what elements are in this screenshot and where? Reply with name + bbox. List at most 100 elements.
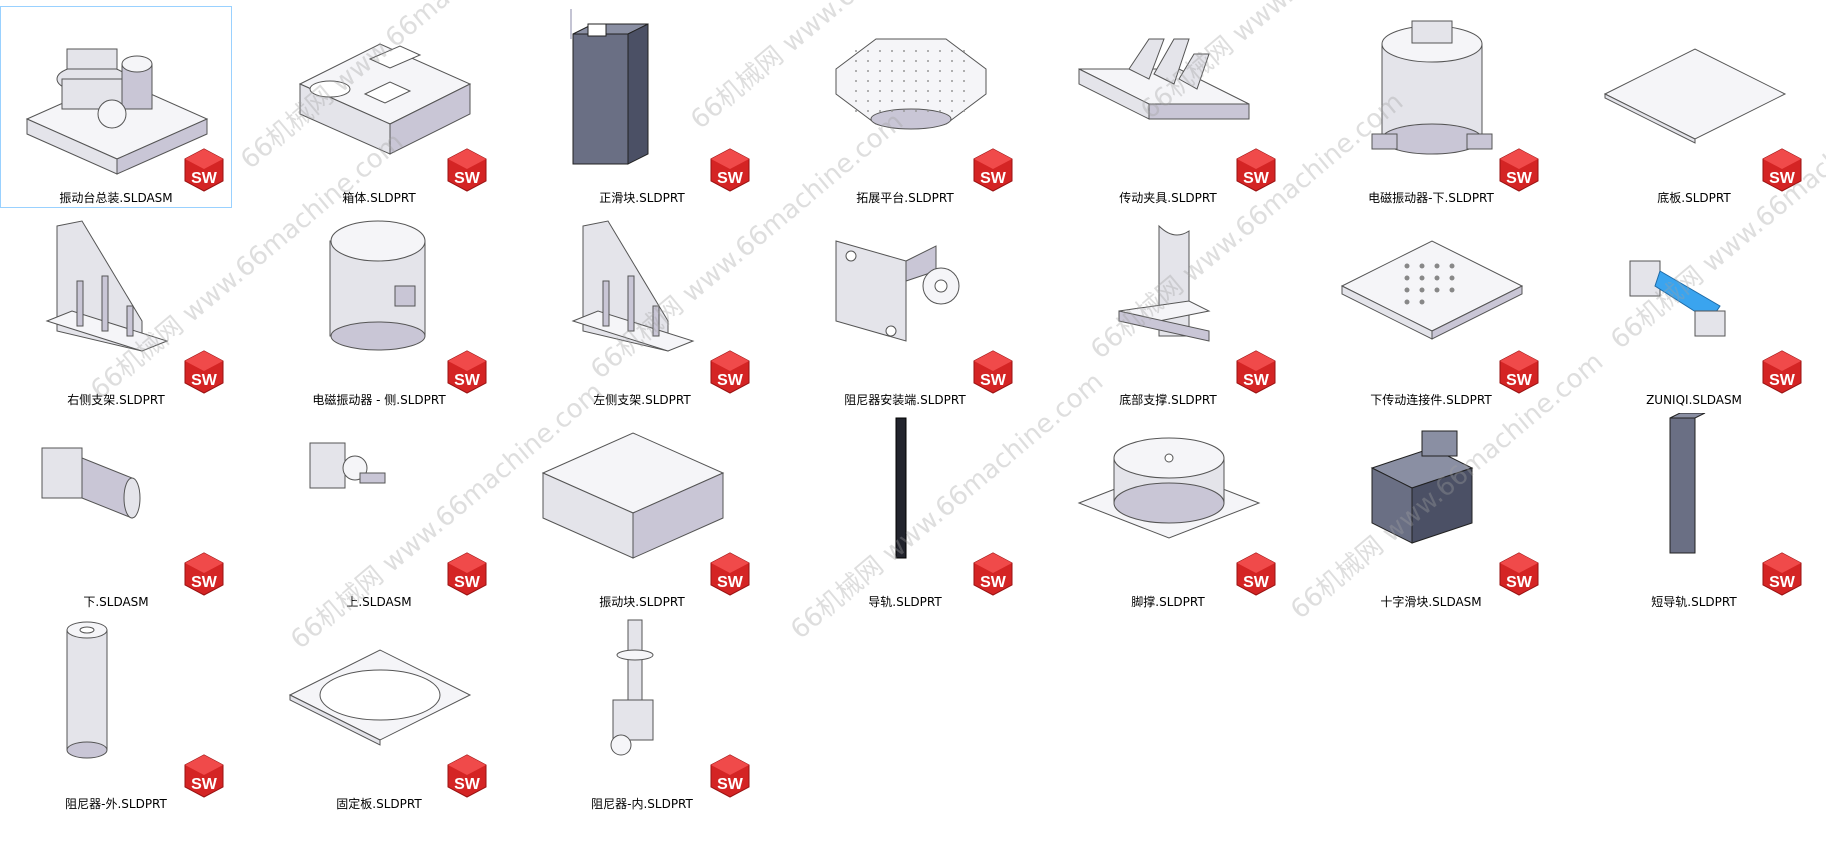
thumbnail [25, 48, 209, 175]
solidworks-sw-icon: SW [710, 754, 750, 798]
thumbnail [541, 432, 725, 559]
svg-text:SW: SW [454, 776, 481, 793]
thumbnail [66, 621, 108, 759]
solidworks-sw-icon: SW [1499, 350, 1539, 394]
file-name: 电磁振动器 - 侧.SLDPRT [312, 393, 446, 407]
svg-text:SW: SW [980, 372, 1007, 389]
thumbnail [309, 442, 386, 489]
svg-text:SW: SW [454, 170, 481, 187]
thumbnail [298, 43, 472, 155]
file-item[interactable]: SW 固定板.SLDPRT [263, 612, 495, 814]
thumbnail [1629, 260, 1726, 337]
file-item[interactable]: SW ZUNIQI.SLDASM [1578, 208, 1810, 410]
svg-text:SW: SW [1506, 372, 1533, 389]
thumbnail [571, 220, 695, 352]
file-item[interactable]: SW 底板.SLDPRT [1578, 6, 1810, 208]
file-item[interactable]: SW 十字滑块.SLDASM [1315, 410, 1547, 612]
file-name: 上.SLDASM [346, 595, 412, 609]
file-item[interactable]: SW 下.SLDASM [0, 410, 232, 612]
file-name: ZUNIQI.SLDASM [1646, 393, 1742, 407]
solidworks-sw-icon: SW [973, 148, 1013, 192]
svg-text:SW: SW [980, 574, 1007, 591]
file-item[interactable]: SW 右侧支架.SLDPRT [0, 208, 232, 410]
solidworks-sw-icon: SW [184, 754, 224, 798]
solidworks-sw-icon: SW [1236, 552, 1276, 596]
file-item[interactable]: SW 箱体.SLDPRT [263, 6, 495, 208]
file-item[interactable]: SW 振动块.SLDPRT [526, 410, 758, 612]
svg-text:SW: SW [1243, 574, 1270, 591]
file-item[interactable]: SW 正滑块.SLDPRT [526, 6, 758, 208]
svg-text:SW: SW [1243, 170, 1270, 187]
thumbnail [1118, 224, 1211, 342]
solidworks-sw-icon: SW [1499, 148, 1539, 192]
svg-text:SW: SW [454, 372, 481, 389]
svg-text:SW: SW [454, 574, 481, 591]
svg-text:SW: SW [717, 776, 744, 793]
thumbnail [1603, 48, 1787, 144]
file-name: 固定板.SLDPRT [336, 797, 422, 811]
thumbnail [895, 417, 907, 559]
solidworks-sw-icon: SW [447, 350, 487, 394]
svg-text:SW: SW [191, 372, 218, 389]
file-item[interactable]: SW 电磁振动器-下.SLDPRT [1315, 6, 1547, 208]
file-item[interactable]: SW 短导轨.SLDPRT [1578, 410, 1810, 612]
svg-text:SW: SW [1243, 372, 1270, 389]
solidworks-sw-icon: SW [710, 148, 750, 192]
svg-text:SW: SW [191, 776, 218, 793]
file-item[interactable]: SW 阻尼器-外.SLDPRT [0, 612, 232, 814]
svg-text:SW: SW [1506, 574, 1533, 591]
svg-text:SW: SW [717, 574, 744, 591]
solidworks-sw-icon: SW [1236, 350, 1276, 394]
file-item[interactable]: SW 上.SLDASM [263, 410, 495, 612]
thumbnail [1078, 38, 1250, 120]
file-item[interactable]: SW 阻尼器-内.SLDPRT [526, 612, 758, 814]
solidworks-sw-icon: SW [447, 754, 487, 798]
solidworks-sw-icon: SW [1762, 148, 1802, 192]
file-item[interactable]: SW 脚撑.SLDPRT [1052, 410, 1284, 612]
file-item[interactable]: SW 拓展平台.SLDPRT [789, 6, 1021, 208]
file-item[interactable]: SW 电磁振动器 - 侧.SLDPRT [263, 208, 495, 410]
file-name: 箱体.SLDPRT [342, 191, 416, 205]
file-name: 短导轨.SLDPRT [1651, 595, 1737, 609]
svg-text:SW: SW [1769, 170, 1796, 187]
file-name: 拓展平台.SLDPRT [856, 191, 954, 205]
file-item[interactable]: SW 下传动连接件.SLDPRT [1315, 208, 1547, 410]
thumbnail [45, 220, 169, 352]
svg-text:SW: SW [717, 372, 744, 389]
thumbnail [1077, 437, 1261, 539]
solidworks-sw-icon: SW [973, 350, 1013, 394]
file-name: 底部支撑.SLDPRT [1119, 393, 1217, 407]
solidworks-sw-icon: SW [973, 552, 1013, 596]
file-item[interactable]: SW 左侧支架.SLDPRT [526, 208, 758, 410]
solidworks-sw-icon: SW [184, 350, 224, 394]
svg-text:SW: SW [1769, 372, 1796, 389]
file-name: 脚撑.SLDPRT [1131, 595, 1205, 609]
file-name: 传动夹具.SLDPRT [1119, 191, 1217, 205]
file-name: 电磁振动器-下.SLDPRT [1368, 191, 1494, 205]
file-item[interactable]: SW 阻尼器安装端.SLDPRT [789, 208, 1021, 410]
file-item[interactable]: SW 传动夹具.SLDPRT [1052, 6, 1284, 208]
thumbnail [1370, 430, 1474, 544]
thumbnail [41, 447, 141, 519]
svg-text:SW: SW [191, 574, 218, 591]
thumbnail [610, 619, 654, 756]
solidworks-sw-icon: SW [710, 552, 750, 596]
file-name: 阻尼器-外.SLDPRT [65, 797, 167, 811]
thumbnail [329, 220, 426, 351]
file-item[interactable]: SW 底部支撑.SLDPRT [1052, 208, 1284, 410]
file-name: 下传动连接件.SLDPRT [1370, 393, 1492, 407]
svg-text:SW: SW [1769, 574, 1796, 591]
file-item[interactable]: SW 振动台总装.SLDASM [0, 6, 232, 208]
file-name: 左侧支架.SLDPRT [593, 393, 691, 407]
svg-text:SW: SW [717, 170, 744, 187]
solidworks-sw-icon: SW [1762, 350, 1802, 394]
thumbnail [570, 9, 649, 165]
solidworks-sw-icon: SW [1762, 552, 1802, 596]
file-name: 振动台总装.SLDASM [59, 191, 173, 205]
file-name: 底板.SLDPRT [1657, 191, 1731, 205]
file-item[interactable]: SW 导轨.SLDPRT [789, 410, 1021, 612]
file-name: 阻尼器-内.SLDPRT [591, 797, 693, 811]
file-name: 右侧支架.SLDPRT [67, 393, 165, 407]
solidworks-sw-icon: SW [710, 350, 750, 394]
